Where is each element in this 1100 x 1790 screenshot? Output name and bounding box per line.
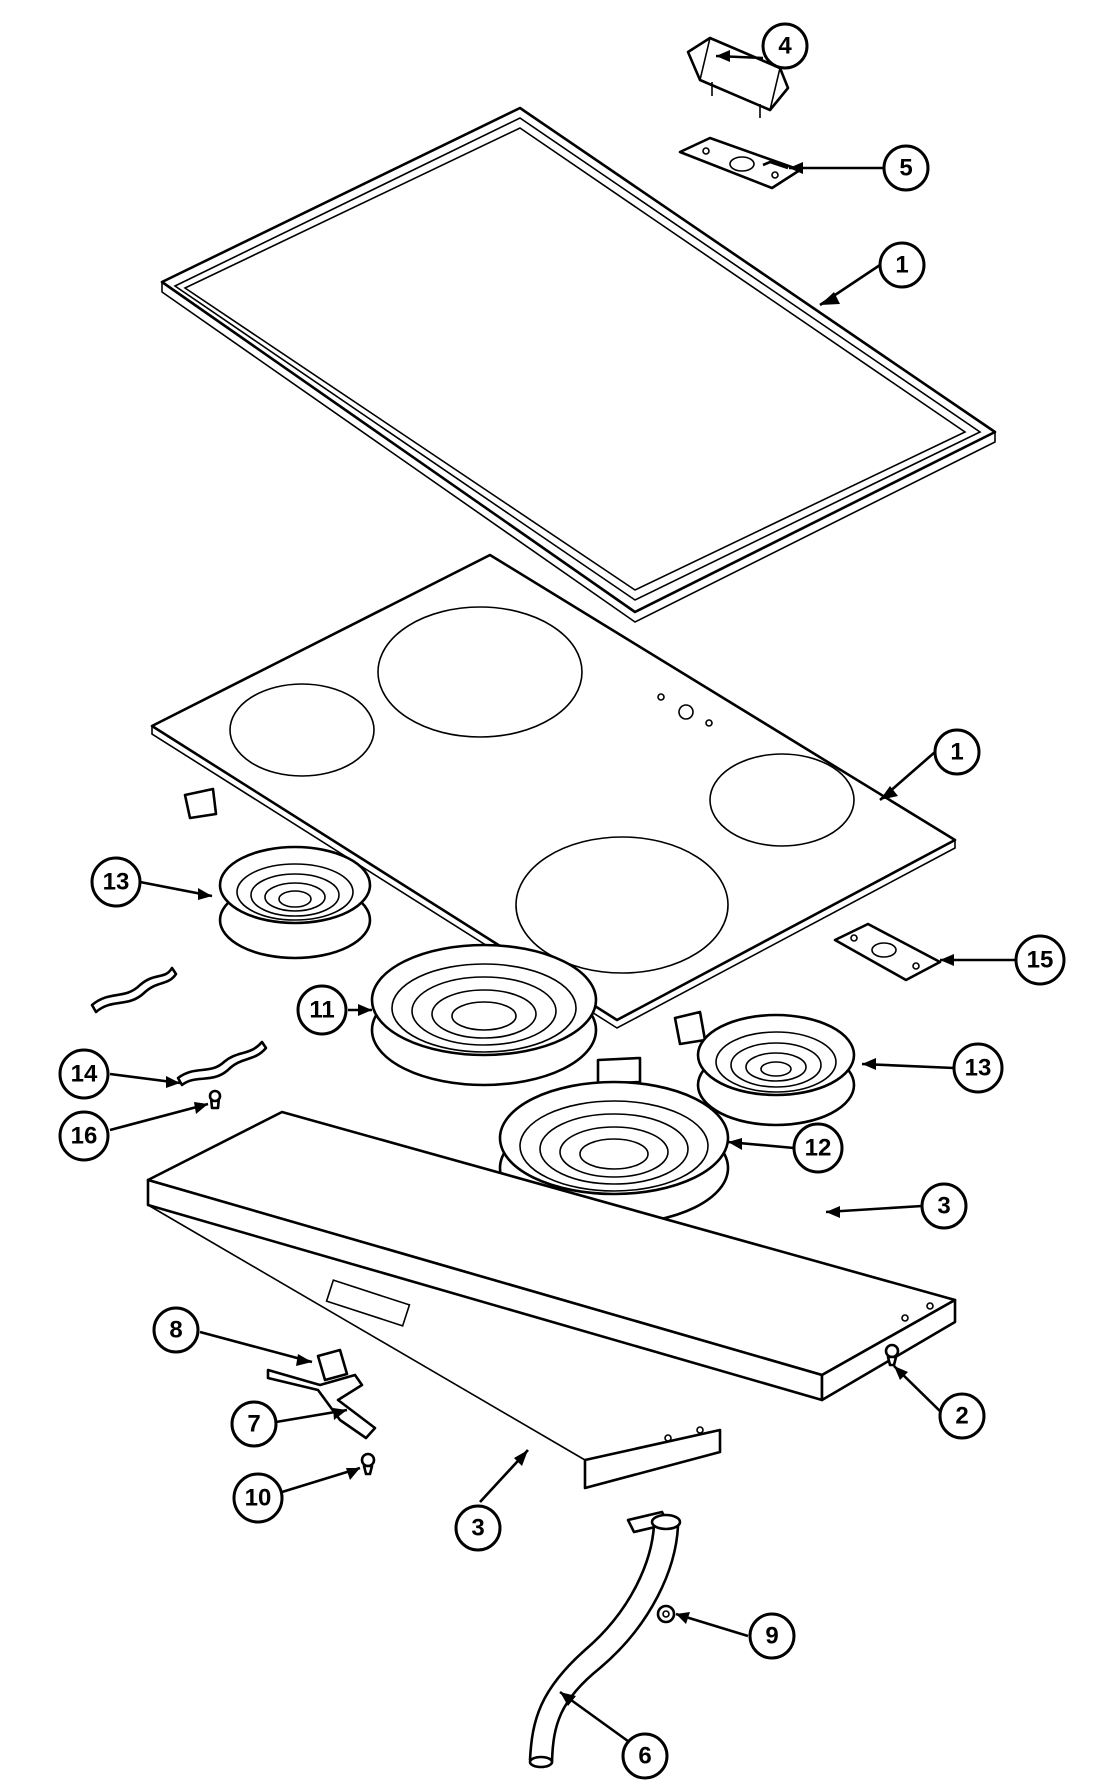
- callout-13-right: 13: [952, 1042, 1004, 1094]
- callout-1-frame: 1: [878, 241, 926, 289]
- part-13-small-element-left: [183, 787, 372, 960]
- part-9-nut: [656, 1604, 676, 1624]
- part-8-switch: [316, 1348, 349, 1382]
- part-10-screw: [360, 1452, 376, 1476]
- part-15-plate: [833, 922, 942, 982]
- part-1-cooktop-frame: [160, 106, 997, 623]
- callout-12: 12: [792, 1122, 844, 1174]
- callout-5: 5: [882, 144, 930, 192]
- callout-3-right: 3: [920, 1182, 968, 1230]
- part-6-conduit: [528, 1510, 682, 1769]
- callout-14-label: 14: [71, 1061, 98, 1088]
- part-1-glass-cooktop: [150, 553, 957, 1029]
- part-2-screw: [884, 1343, 900, 1367]
- part-11-large-element: [370, 943, 598, 1087]
- callouts: 4 5 1 1 13 15 11 13 14 16 12 3 8 2 7: [58, 22, 1066, 1780]
- callout-15-label: 15: [1027, 947, 1054, 974]
- callout-7: 7: [230, 1400, 278, 1448]
- callout-5-label: 5: [899, 155, 912, 182]
- part-5-mounting-plate: [678, 136, 802, 190]
- callout-2: 2: [938, 1392, 986, 1440]
- part-16-screw: [208, 1089, 222, 1110]
- part-7-bracket: [266, 1368, 377, 1440]
- arrowheads: [166, 50, 954, 1706]
- callout-4: 4: [761, 22, 809, 70]
- callout-3-bottom: 3: [454, 1504, 502, 1552]
- callout-8-label: 8: [169, 1317, 182, 1344]
- part-4-knob-housing: [686, 36, 790, 118]
- callout-15: 15: [1014, 934, 1066, 986]
- callout-7-label: 7: [247, 1411, 260, 1438]
- callout-10-label: 10: [245, 1485, 272, 1512]
- callout-12-label: 12: [805, 1135, 832, 1162]
- callout-13-right-label: 13: [965, 1055, 992, 1082]
- callout-1-frame-label: 1: [895, 252, 908, 279]
- callout-11: 11: [296, 984, 348, 1036]
- callout-16-label: 16: [71, 1123, 98, 1150]
- part-13-small-element-right: [673, 1010, 856, 1127]
- callout-1-glass-label: 1: [950, 739, 963, 766]
- callout-6: 6: [621, 1732, 669, 1780]
- callout-13-left-label: 13: [103, 869, 130, 896]
- callout-9: 9: [748, 1612, 796, 1660]
- callout-1-glass: 1: [933, 728, 981, 776]
- callout-2-label: 2: [955, 1403, 968, 1430]
- callout-10: 10: [232, 1472, 284, 1524]
- callout-11-label: 11: [309, 997, 334, 1024]
- callout-8: 8: [152, 1306, 200, 1354]
- callout-3-bottom-label: 3: [471, 1515, 484, 1542]
- callout-16: 16: [58, 1110, 110, 1162]
- callout-3-right-label: 3: [937, 1193, 950, 1220]
- callout-14: 14: [58, 1048, 110, 1100]
- callout-9-label: 9: [765, 1623, 778, 1650]
- part-12-large-element: [498, 1056, 730, 1226]
- part-14-wire-clips: [90, 966, 268, 1087]
- callout-13-left: 13: [90, 856, 142, 908]
- callout-6-label: 6: [638, 1743, 651, 1770]
- callout-4-label: 4: [778, 33, 792, 60]
